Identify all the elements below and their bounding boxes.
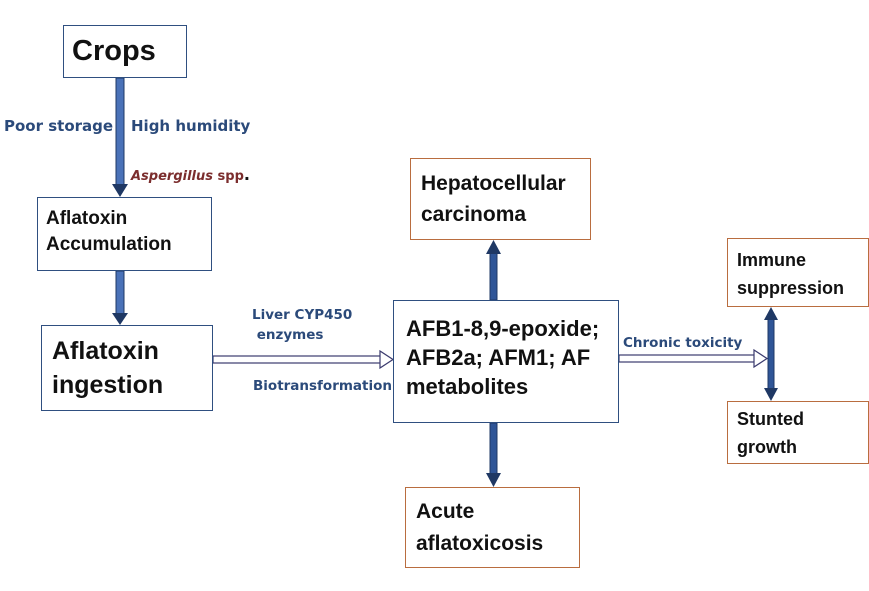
node-aflatoxin-accumulation: Aflatoxin Accumulation xyxy=(37,197,212,271)
node-aflatoxin-ingestion: Aflatoxin ingestion xyxy=(41,325,213,411)
node-hepatocellular-carcinoma: Hepatocellular carcinoma xyxy=(410,158,591,240)
label-aspergillus-dot: . xyxy=(243,165,250,184)
node-crops: Crops xyxy=(63,25,187,78)
label-high-humidity: High humidity xyxy=(131,117,251,135)
label-aspergillus-genus: Aspergillus xyxy=(131,169,213,184)
label-biotransformation: Biotransformation xyxy=(253,378,393,394)
node-acute-aflatoxicosis: Acute aflatoxicosis xyxy=(405,487,580,568)
arrow-accumulation-to-ingestion xyxy=(112,270,128,325)
label-liver-enzymes: Liver CYP450 enzymes xyxy=(252,307,353,343)
arrow-metabolites-to-acute xyxy=(486,422,501,487)
arrow-metabolites-to-hcc xyxy=(486,240,501,301)
node-immune-suppression: Immune suppression xyxy=(727,238,869,307)
label-aspergillus: Aspergillus spp. xyxy=(131,165,250,184)
arrow-metabolites-to-chronic xyxy=(618,348,769,369)
arrow-immune-stunted xyxy=(764,307,778,401)
node-stunted-growth: Stunted growth xyxy=(727,401,869,464)
arrow-ingestion-to-metabolites xyxy=(212,349,395,370)
label-chronic-toxicity: Chronic toxicity xyxy=(623,335,743,351)
node-af-metabolites: AFB1-8,9-epoxide; AFB2a; AFM1; AF metabo… xyxy=(393,300,619,423)
label-aspergillus-suffix: spp xyxy=(213,169,244,184)
label-poor-storage: Poor storage xyxy=(4,117,114,135)
arrow-crops-to-accumulation xyxy=(112,77,128,197)
